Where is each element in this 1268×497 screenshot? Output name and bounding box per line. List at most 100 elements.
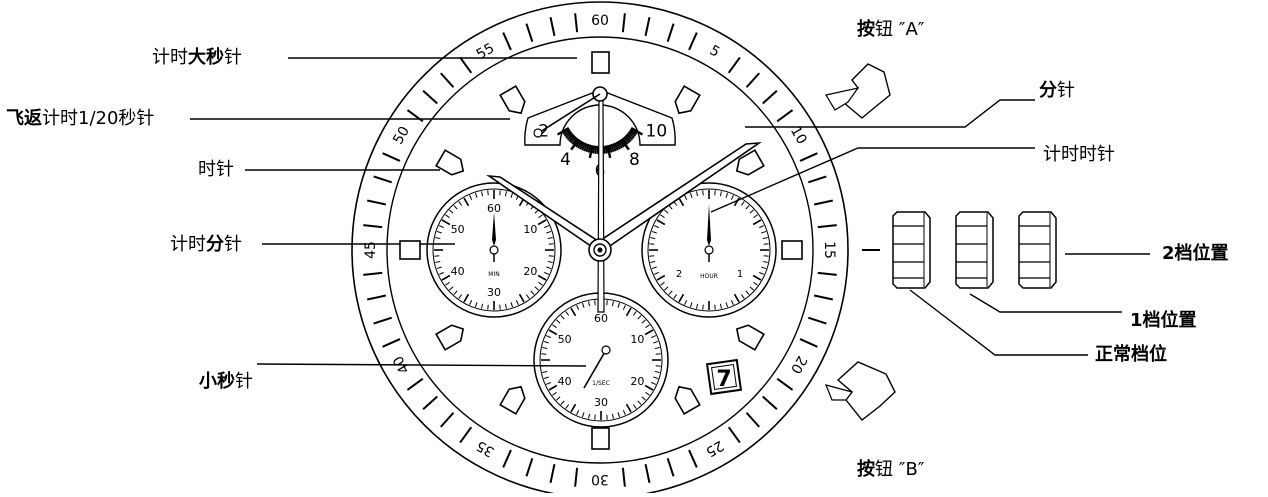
subdial-tick — [697, 304, 698, 309]
hour-index — [436, 321, 468, 350]
subdial-left-caption: MIN — [488, 271, 499, 278]
subdial-tick — [482, 191, 483, 196]
subdial-tick — [459, 201, 462, 205]
hour-index — [671, 86, 700, 118]
subdial-tick — [582, 303, 584, 308]
bezel-tick — [551, 17, 555, 36]
subdial-tick — [741, 294, 744, 298]
subdial-tick — [651, 382, 656, 384]
subdial-tick — [679, 198, 684, 206]
bezel-tick — [503, 33, 511, 50]
bezel-tick — [441, 73, 454, 87]
subdial-tick — [531, 291, 534, 295]
bezel-tick — [363, 225, 382, 227]
subdial-tick — [595, 300, 596, 305]
subdial-tick — [500, 305, 501, 310]
crown-normal — [893, 212, 930, 288]
bezel-tick — [814, 201, 833, 205]
subdial-tick — [556, 397, 560, 400]
subdial-tick — [679, 294, 684, 302]
subdial-number: 20 — [523, 265, 537, 278]
bezel-tick — [363, 273, 382, 275]
subdial-number: 60 — [594, 312, 608, 325]
bezel-tick — [503, 450, 511, 467]
subdial-tick — [627, 308, 632, 316]
subdial-number: 40 — [451, 265, 465, 278]
subdial-tick — [612, 414, 613, 419]
bezel-number: 20 — [787, 353, 810, 376]
hour-index — [500, 382, 529, 414]
subdial-tick — [546, 231, 551, 233]
subdial-tick — [544, 377, 549, 379]
bezel-tick — [689, 450, 697, 467]
subdial-number: 10 — [523, 223, 537, 236]
bezel-tick — [423, 397, 437, 410]
subdial-tick — [618, 412, 620, 417]
bezel-tick — [800, 153, 817, 161]
subdial-tick — [656, 366, 661, 367]
bezel-tick — [818, 225, 837, 227]
subdial-tick — [500, 190, 501, 195]
subdial-tick — [542, 371, 547, 372]
subdial-tick — [459, 294, 462, 298]
subdial-tick — [546, 267, 551, 269]
subdial-tick — [544, 226, 549, 228]
subdial-tick — [764, 244, 769, 245]
bezel-number: 5 — [707, 43, 723, 61]
subdial-right-num-2: 2 — [676, 269, 682, 280]
subdial-tick — [439, 226, 444, 228]
subdial-tick — [520, 294, 525, 302]
subdial-tick — [633, 404, 636, 408]
subdial-tick — [763, 238, 768, 239]
bezel-tick — [668, 458, 674, 476]
subdial-tick — [685, 195, 687, 200]
subdial-tick — [618, 303, 620, 308]
subdial-tick — [726, 193, 728, 198]
subdial-tick — [761, 231, 766, 233]
bezel-tick — [729, 57, 740, 72]
subdial-tick — [720, 304, 721, 309]
subdial-tick — [546, 382, 551, 384]
subdial-tick — [653, 377, 658, 379]
subdial-tick — [561, 315, 564, 319]
label-hour-hand: 时针 — [198, 161, 234, 179]
subdial-tick — [623, 305, 625, 310]
bezel-tick — [367, 296, 386, 300]
subdial-tick — [764, 256, 769, 257]
label-chrono-minute: 计时分针 — [170, 236, 242, 254]
subdial-tick — [546, 336, 551, 338]
subdial-tick — [549, 256, 554, 257]
bezel-tick — [747, 413, 760, 427]
bezel-tick — [367, 201, 386, 205]
bezel-tick — [818, 273, 837, 275]
bezel-tick — [407, 379, 422, 390]
subdial-tick — [645, 325, 649, 328]
subdial-tick — [753, 276, 761, 281]
hour-index — [671, 382, 700, 414]
subdial-bottom-caption: 1/SEC — [592, 380, 610, 387]
subdial-tick — [656, 354, 661, 355]
subdial-tick — [645, 392, 649, 395]
subdial-tick — [437, 267, 442, 269]
subdial-tick — [454, 205, 457, 209]
subdial-tick — [731, 195, 733, 200]
subdial-tick — [566, 311, 569, 315]
subdial-tick — [674, 294, 677, 298]
bezel-tick — [551, 464, 555, 483]
chrono-second-hand — [598, 100, 604, 312]
subdial-tick — [577, 410, 579, 415]
subdial-number: 40 — [558, 375, 572, 388]
bezel-tick — [763, 91, 777, 104]
bezel-tick — [383, 153, 400, 161]
subdial-tick — [571, 404, 576, 412]
bezel-number: 15 — [821, 241, 837, 259]
subdial-tick — [449, 210, 453, 213]
subdial-tick — [642, 320, 646, 323]
subdial-tick — [549, 386, 557, 391]
subdial-tick — [650, 238, 655, 239]
bezel-tick — [763, 397, 777, 410]
subdial-tick — [655, 371, 660, 372]
label-button-b: 按钮 ″B″ — [857, 461, 925, 479]
